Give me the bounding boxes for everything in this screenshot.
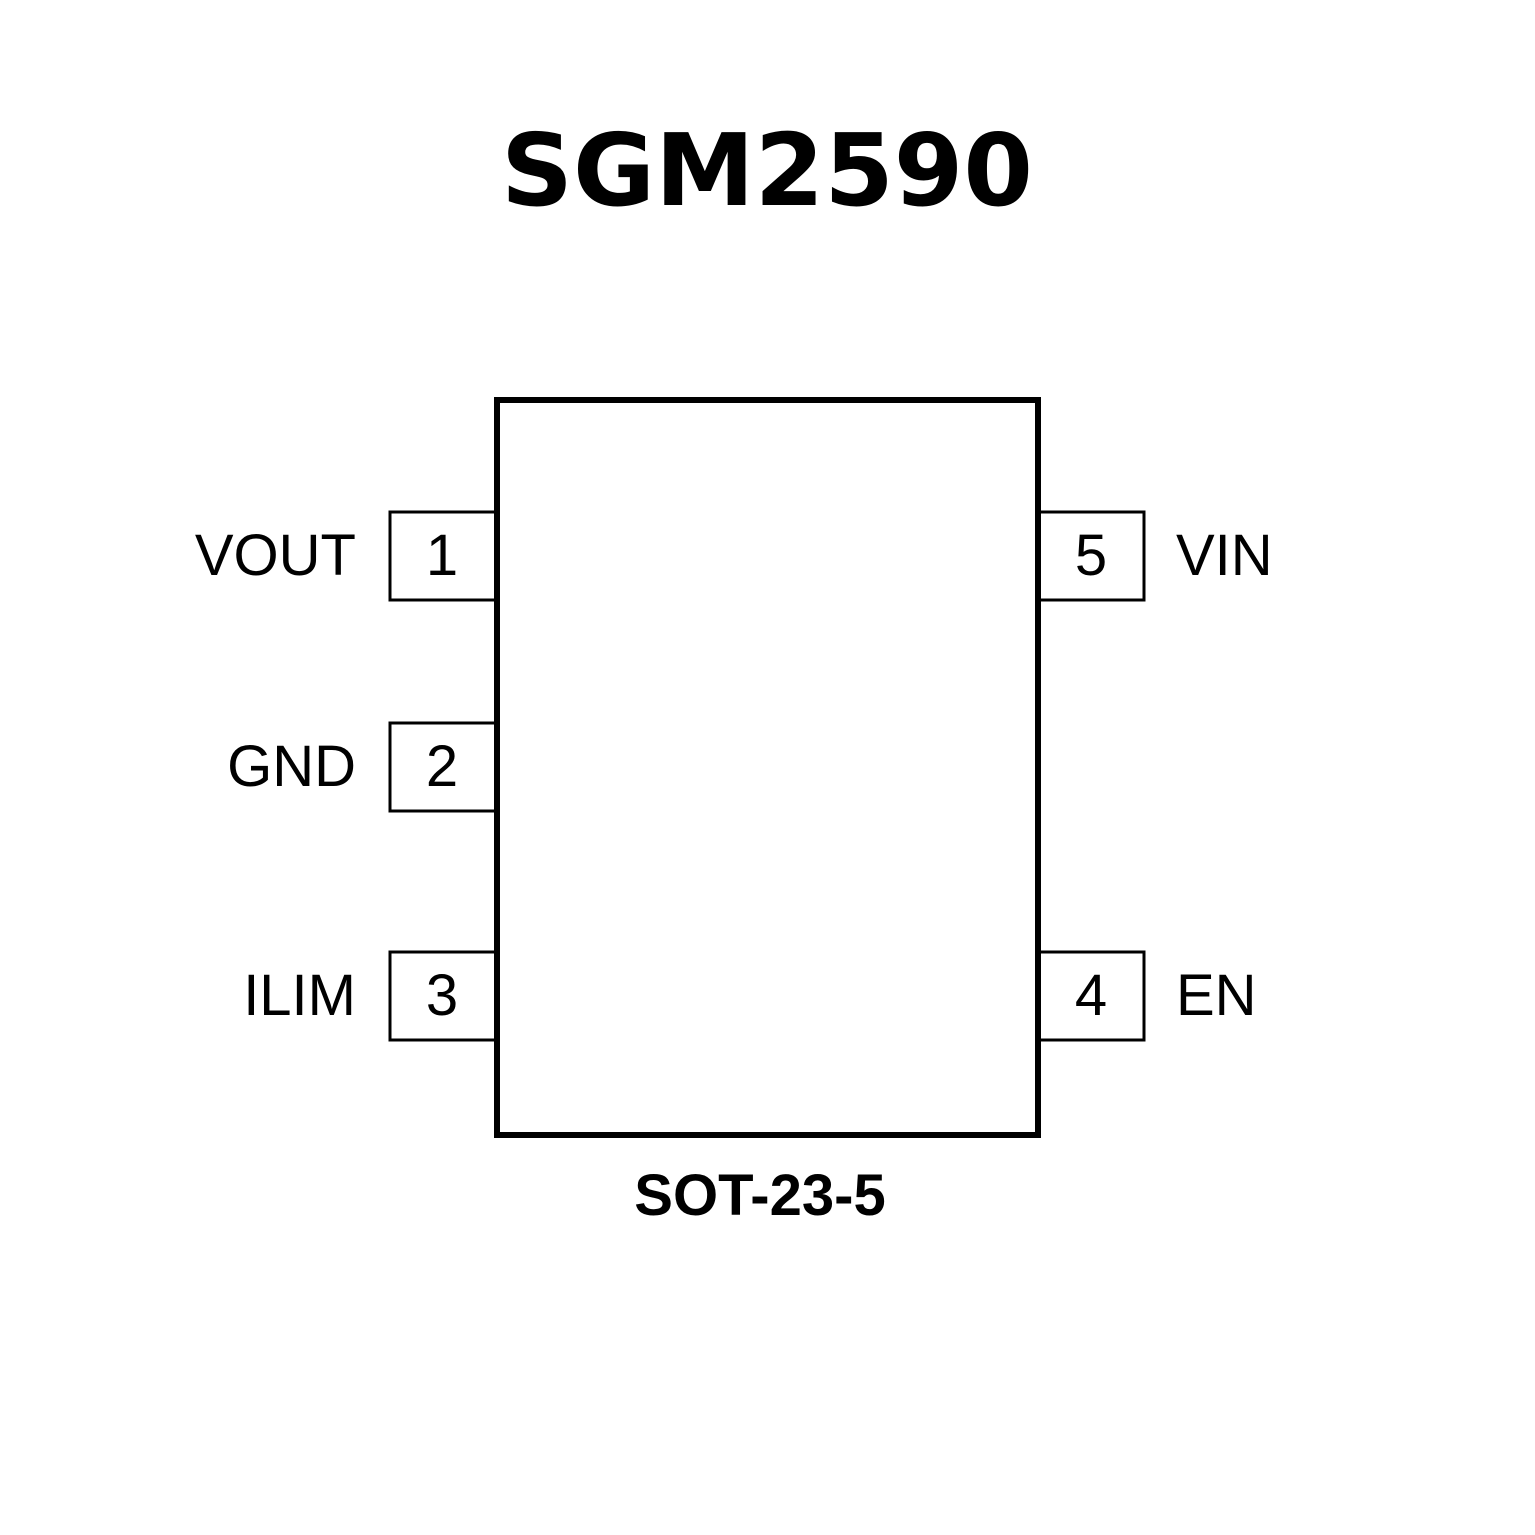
pin-number: 1 bbox=[426, 523, 458, 588]
pin-number: 4 bbox=[1075, 963, 1107, 1028]
pin-2: 2 GND bbox=[227, 721, 494, 813]
pin-name: VOUT bbox=[195, 523, 356, 588]
pin-name: ILIM bbox=[243, 963, 356, 1028]
pin-name: EN bbox=[1176, 963, 1257, 1028]
pin-5: 5 VIN bbox=[1041, 510, 1273, 602]
pin-number: 2 bbox=[426, 734, 458, 799]
pin-1: 1 VOUT bbox=[195, 510, 494, 602]
chip-body bbox=[494, 397, 1041, 1138]
pin-number: 5 bbox=[1075, 523, 1107, 588]
pin-3: 3 ILIM bbox=[243, 950, 494, 1042]
pin-4: 4 EN bbox=[1041, 950, 1257, 1042]
package-label: SOT-23-5 bbox=[634, 1163, 885, 1228]
pin-name: VIN bbox=[1176, 523, 1273, 588]
chip-title: SGM2590 bbox=[501, 112, 1033, 229]
pin-number: 3 bbox=[426, 963, 458, 1028]
pin-name: GND bbox=[227, 734, 356, 799]
